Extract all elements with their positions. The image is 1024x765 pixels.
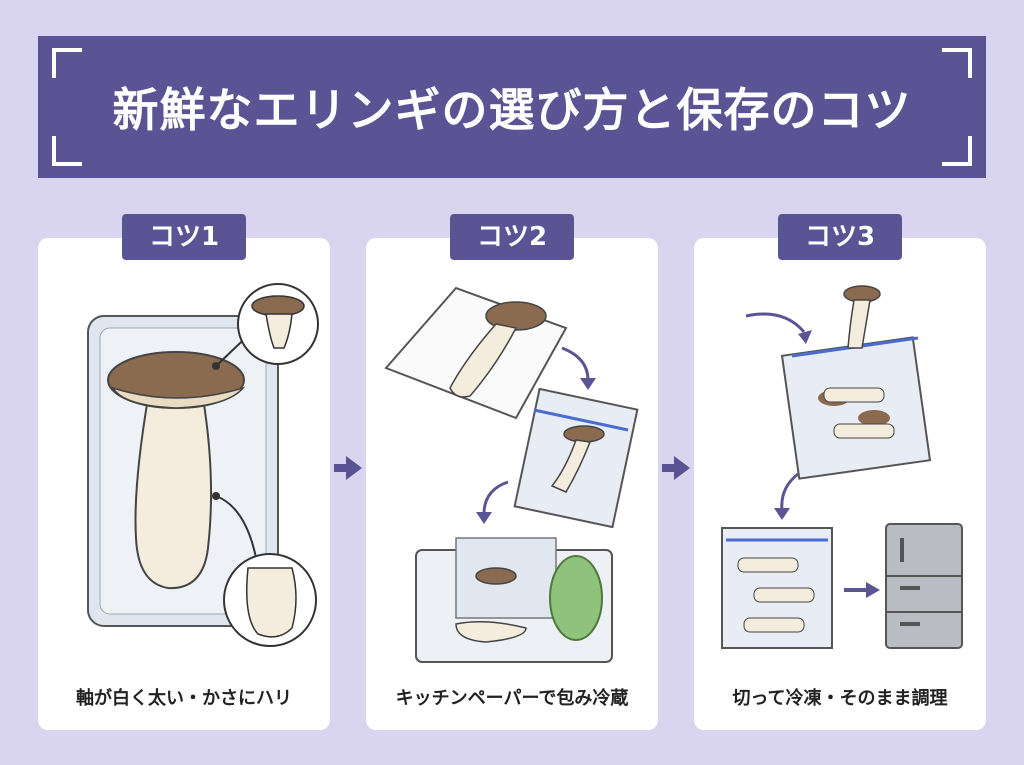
corner-bracket-bottom-left: [52, 136, 82, 166]
freeze-illustration: [721, 285, 963, 649]
corner-bracket-top-left: [52, 48, 82, 78]
page-title: 新鮮なエリンギの選び方と保存のコツ: [112, 83, 912, 137]
corner-bracket-top-right: [942, 48, 972, 78]
tip-card-1: 軸が白く太い・かさにハリ: [38, 238, 330, 730]
tip-caption: キッチンペーパーで包み冷蔵: [395, 688, 629, 709]
tip-card-3: 切って冷凍・そのまま調理: [694, 238, 986, 730]
fresh-eryngii-illustration: [87, 283, 319, 647]
paper-wrap-refrigerate-illustration: [384, 286, 639, 663]
tip-badge-2: コツ2: [450, 214, 574, 260]
title-banner: 新鮮なエリンギの選び方と保存のコツ: [38, 36, 986, 178]
tip-badge-1: コツ1: [122, 214, 246, 260]
tip-caption: 軸が白く太い・かさにハリ: [76, 688, 292, 709]
tip-card-2: キッチンペーパーで包み冷蔵: [366, 238, 658, 730]
tip-badge-3: コツ3: [778, 214, 902, 260]
arrow-right-icon: [334, 456, 362, 480]
arrow-right-icon: [662, 456, 690, 480]
corner-bracket-bottom-right: [942, 136, 972, 166]
tip-caption: 切って冷凍・そのまま調理: [732, 688, 948, 709]
